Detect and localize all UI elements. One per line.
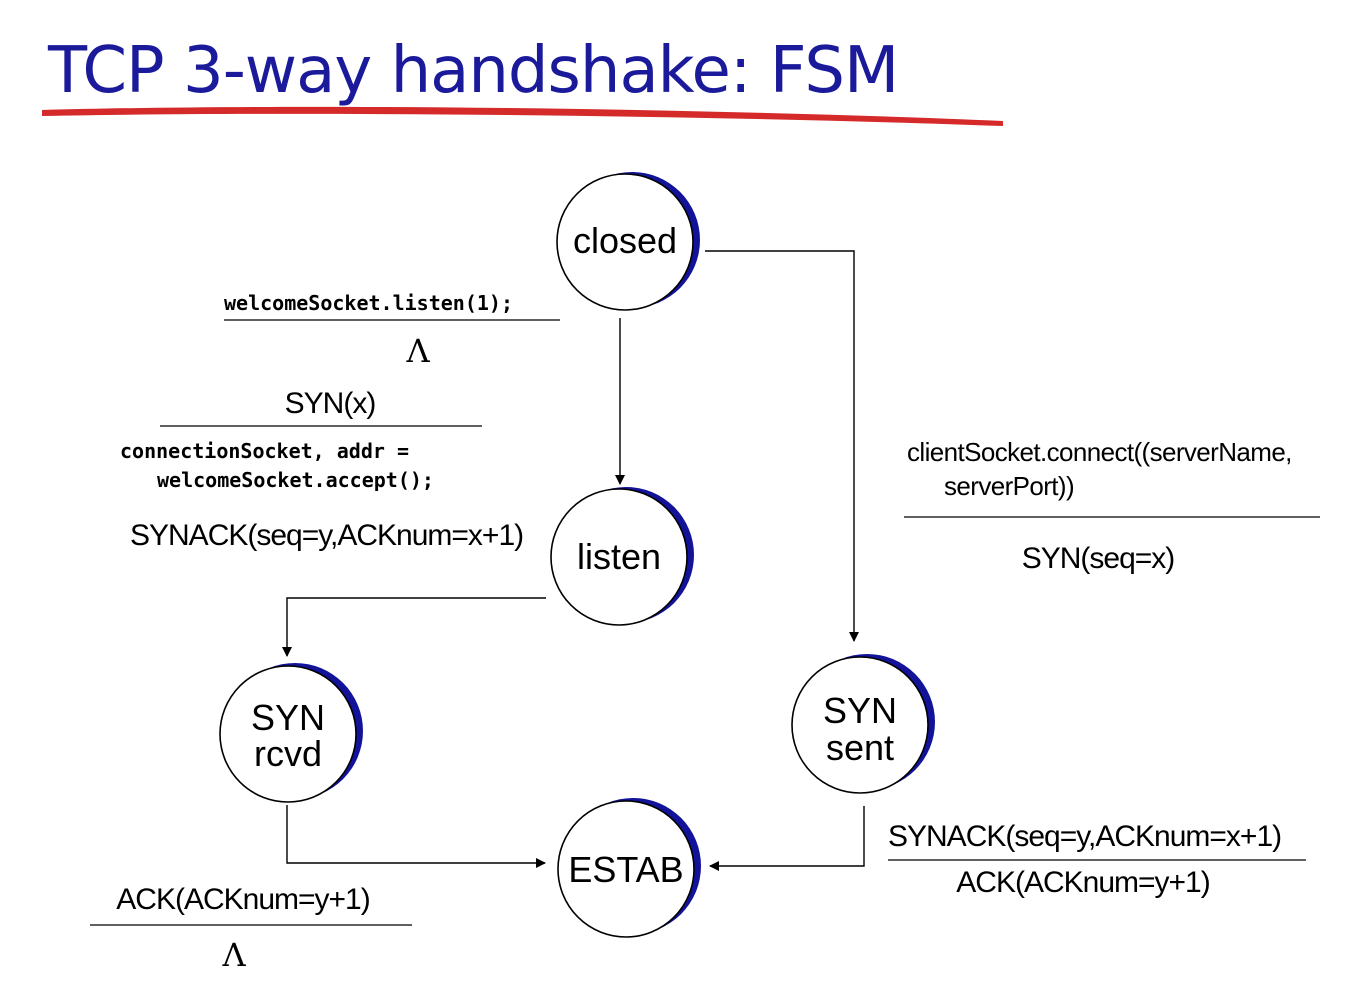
closed-synsent-event-line1: clientSocket.connect((serverName, bbox=[907, 437, 1292, 467]
transition-listen-syn-rcvd: SYN(x) connectionSocket, addr = welcomeS… bbox=[120, 387, 524, 552]
state-syn-sent: SYN sent bbox=[791, 654, 935, 794]
synrcvd-estab-action: Λ bbox=[221, 936, 246, 974]
transition-closed-listen: welcomeSocket.listen(1); Λ bbox=[224, 291, 560, 370]
page-title: TCP 3-way handshake: FSM bbox=[47, 34, 898, 108]
arrow-syn-rcvd-to-estab bbox=[286, 805, 546, 868]
synrcvd-estab-event: ACK(ACKnum=y+1) bbox=[116, 883, 369, 916]
title-underline bbox=[42, 106, 1003, 126]
state-syn-sent-line2: sent bbox=[826, 727, 894, 768]
closed-synsent-action: SYN(seq=x) bbox=[1022, 542, 1175, 575]
transition-closed-syn-sent: clientSocket.connect((serverName, server… bbox=[904, 437, 1320, 575]
synsent-estab-action: ACK(ACKnum=y+1) bbox=[956, 866, 1209, 899]
state-estab-label: ESTAB bbox=[568, 849, 683, 890]
closed-listen-event: welcomeSocket.listen(1); bbox=[224, 291, 513, 315]
state-listen: listen bbox=[550, 487, 694, 626]
listen-synrcvd-event: SYN(x) bbox=[285, 387, 376, 420]
state-syn-rcvd-line2: rcvd bbox=[254, 733, 322, 774]
state-closed: closed bbox=[556, 172, 700, 311]
arrow-syn-sent-to-estab bbox=[709, 806, 865, 871]
state-listen-label: listen bbox=[577, 536, 661, 577]
state-estab: ESTAB bbox=[557, 798, 701, 938]
arrow-listen-to-syn-rcvd bbox=[282, 597, 546, 657]
listen-synrcvd-action-line1: connectionSocket, addr = bbox=[120, 439, 409, 463]
state-syn-sent-line1: SYN bbox=[823, 690, 897, 731]
transition-syn-sent-estab: SYNACK(seq=y,ACKnum=x+1) ACK(ACKnum=y+1) bbox=[888, 820, 1306, 899]
transition-syn-rcvd-estab: ACK(ACKnum=y+1) Λ bbox=[90, 883, 412, 974]
state-syn-rcvd: SYN rcvd bbox=[219, 663, 363, 803]
listen-synrcvd-action-line2: welcomeSocket.accept(); bbox=[157, 468, 434, 492]
listen-synrcvd-action-send: SYNACK(seq=y,ACKnum=x+1) bbox=[130, 519, 523, 552]
synsent-estab-event: SYNACK(seq=y,ACKnum=x+1) bbox=[888, 820, 1281, 853]
state-closed-label: closed bbox=[573, 220, 677, 261]
closed-listen-action: Λ bbox=[405, 332, 430, 370]
state-syn-rcvd-line1: SYN bbox=[251, 697, 325, 738]
arrow-closed-to-syn-sent bbox=[705, 250, 859, 642]
closed-synsent-event-line2: serverPort)) bbox=[944, 471, 1074, 501]
